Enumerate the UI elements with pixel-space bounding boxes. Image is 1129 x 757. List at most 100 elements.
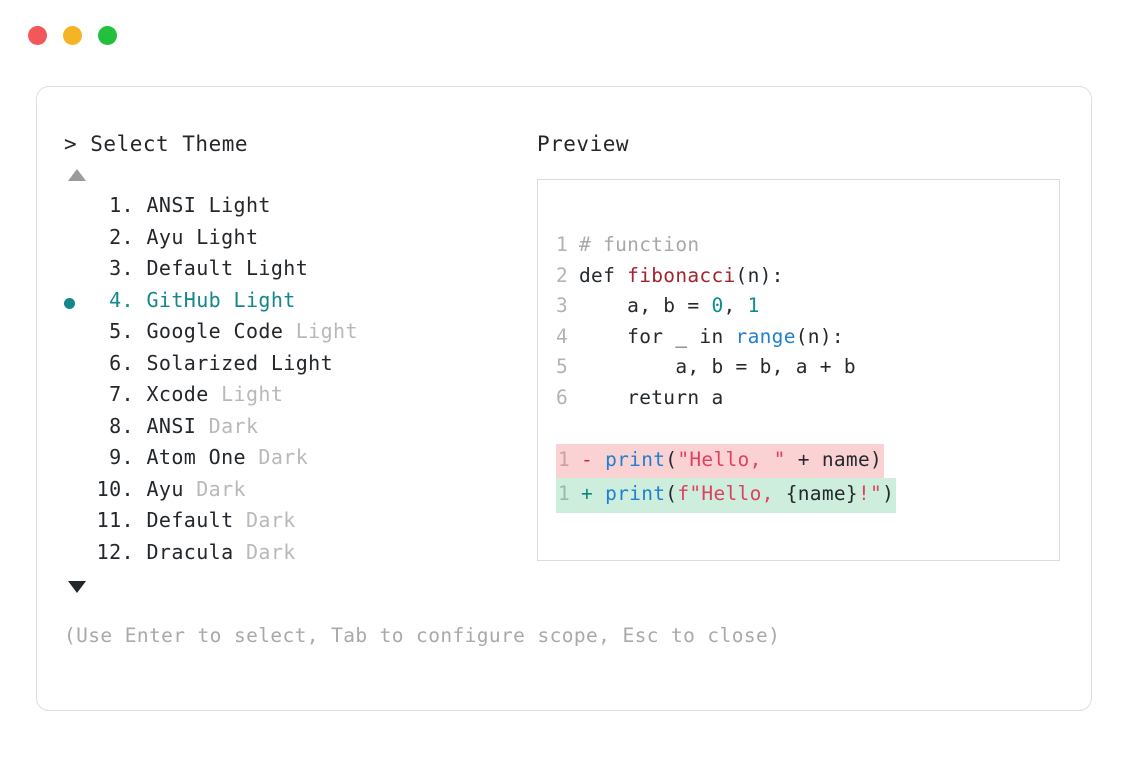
theme-list-item[interactable]: 4. GitHub Light [64, 288, 524, 320]
theme-item-variant: Light [221, 382, 284, 406]
theme-item-variant: Dark [196, 476, 246, 501]
theme-item-variant: Light [233, 287, 296, 312]
code-line: 5 a, b = b, a + b [556, 352, 896, 383]
diff-removed-line: 1- print("Hello, " + name) [556, 443, 896, 478]
code-line: 4 for _ in range(n): [556, 322, 896, 353]
code-token: 0 [711, 294, 724, 317]
theme-item-variant: Dark [245, 508, 296, 532]
theme-item-number: 4. [96, 287, 134, 312]
line-number: 1 [558, 482, 571, 505]
theme-item-variant: Light [245, 256, 309, 280]
prompt-heading: > Select Theme [64, 132, 249, 156]
diff-added-line: 1 + print(f"Hello, {name}!") [556, 478, 897, 513]
theme-item-name: Default [134, 508, 246, 532]
theme-item-name: GitHub [134, 287, 234, 312]
theme-item-number: 10. [96, 476, 134, 501]
theme-item-name: Ayu [134, 224, 197, 249]
code-line: 3 a, b = 0, 1 [556, 291, 896, 322]
code-token: {name} [785, 482, 858, 505]
diff-sign: + [581, 482, 606, 505]
code-token: "Hello, " [677, 447, 786, 471]
theme-list-item[interactable]: 7. Xcode Light [64, 382, 524, 414]
theme-item-number: 6. [96, 350, 134, 375]
theme-item-number: 9. [96, 445, 134, 469]
theme-item-name: Atom One [134, 445, 259, 469]
theme-list-item[interactable]: 5. Google Code Light [64, 319, 524, 351]
line-number: 5 [556, 355, 569, 378]
code-token: 1 [747, 294, 760, 317]
code-token: , [723, 294, 748, 317]
code-token: + name) [785, 447, 883, 471]
theme-item-name: ANSI [134, 193, 209, 217]
theme-list-item[interactable]: 10. Ayu Dark [64, 477, 524, 509]
code-token: ( [665, 482, 678, 505]
code-token: # function [579, 233, 700, 256]
code-token: ( [665, 447, 678, 471]
theme-list[interactable]: 1. ANSI Light 2. Ayu Light 3. Default Li… [64, 193, 524, 571]
code-token: print [605, 447, 666, 471]
keyboard-hint: (Use Enter to select, Tab to configure s… [64, 624, 781, 647]
line-number: 1 [558, 447, 571, 471]
theme-item-variant: Dark [258, 445, 309, 469]
code-line: 6 return a [556, 383, 896, 414]
theme-item-number: 12. [96, 539, 134, 564]
theme-item-variant: Light [295, 319, 358, 343]
line-number: 6 [556, 385, 569, 409]
theme-item-number: 3. [96, 256, 134, 280]
code-token: a, b = [579, 294, 712, 317]
selected-bullet-icon [64, 297, 75, 309]
theme-list-item[interactable]: 6. Solarized Light [64, 351, 524, 383]
preview-heading: Preview [537, 132, 630, 156]
selection-bullet-slot [64, 297, 92, 309]
diff-highlight: 1 + print(f"Hello, {name}!") [556, 478, 897, 513]
theme-item-variant: Dark [208, 413, 259, 438]
theme-item-name: ANSI [134, 413, 209, 438]
diff-sign: - [581, 447, 606, 471]
theme-item-name: Default [134, 256, 246, 280]
code-token: for _ in [579, 324, 736, 348]
diff-highlight: 1- print("Hello, " + name) [556, 443, 885, 478]
close-window-button[interactable] [28, 26, 47, 45]
line-number: 2 [556, 263, 569, 287]
theme-item-variant: Light [208, 193, 271, 217]
code-token: ) [882, 482, 895, 505]
code-token: !" [857, 482, 883, 505]
theme-item-variant: Light [196, 224, 259, 249]
theme-item-variant: Light [270, 350, 334, 375]
theme-list-item[interactable]: 12. Dracula Dark [64, 540, 524, 572]
theme-list-item[interactable]: 1. ANSI Light [64, 193, 524, 225]
code-token: a, b = b, a + b [579, 355, 856, 378]
code-token: (n): [795, 324, 844, 348]
code-token: print [605, 482, 666, 505]
theme-item-number: 5. [96, 319, 134, 343]
theme-list-item[interactable]: 3. Default Light [64, 256, 524, 288]
theme-item-name: Xcode [134, 382, 222, 406]
maximize-window-button[interactable] [98, 26, 117, 45]
scroll-up-icon[interactable] [68, 169, 86, 181]
code-token: f"Hello, [677, 482, 786, 505]
line-number: 4 [556, 324, 569, 348]
theme-item-number: 7. [96, 382, 134, 406]
theme-picker-panel: > Select Theme 1. ANSI Light 2. Ayu Ligh… [64, 131, 524, 593]
code-line: 1 # function [556, 230, 896, 261]
theme-list-item[interactable]: 11. Default Dark [64, 508, 524, 540]
line-number: 1 [556, 233, 569, 256]
theme-item-number: 1. [96, 193, 134, 217]
code-token: fibonacci [627, 263, 736, 287]
theme-item-number: 8. [96, 413, 134, 438]
line-number: 3 [556, 294, 569, 317]
theme-item-number: 2. [96, 224, 134, 249]
theme-list-item[interactable]: 2. Ayu Light [64, 225, 524, 257]
theme-item-name: Dracula [134, 539, 246, 564]
theme-item-name: Ayu [134, 476, 197, 501]
theme-list-item[interactable]: 8. ANSI Dark [64, 414, 524, 446]
minimize-window-button[interactable] [63, 26, 82, 45]
code-token: range [735, 324, 796, 348]
code-token: def [579, 263, 628, 287]
theme-selector-card: > Select Theme 1. ANSI Light 2. Ayu Ligh… [36, 86, 1092, 711]
scroll-down-icon[interactable] [68, 581, 86, 593]
theme-list-item[interactable]: 9. Atom One Dark [64, 445, 524, 477]
